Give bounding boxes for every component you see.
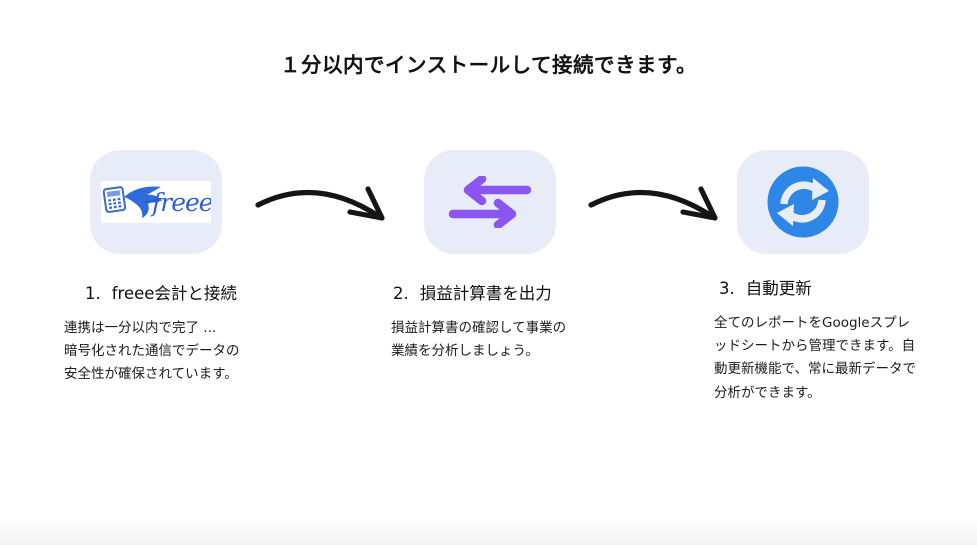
freee-logo-icon: freee <box>101 181 211 223</box>
sync-circle <box>767 166 839 238</box>
right-arrow-head <box>493 198 517 228</box>
step1-label: freee会計と接続 <box>111 284 237 303</box>
step2-number: 2. <box>393 284 409 303</box>
step2-icon-tile <box>424 150 556 254</box>
step1-icon-tile: freee <box>90 150 222 254</box>
flow-arrow-1-icon <box>255 186 385 221</box>
step3-description: 全てのレポートをGoogleスプレ ッドシートから管理できます。自 動更新機能で… <box>714 315 916 401</box>
left-arrow-head <box>463 176 487 206</box>
step3-number: 3. <box>719 279 735 298</box>
step2-description: 損益計算書の確認して事業の 業績を分析しましょう。 <box>391 320 567 360</box>
bottom-fade-edge <box>0 519 977 545</box>
step2-label: 損益計算書を出力 <box>419 284 552 303</box>
step3-heading: 3. 自動更新 <box>719 275 812 299</box>
flow-arrow-2-icon <box>588 186 718 221</box>
step2-heading: 2. 損益計算書を出力 <box>393 280 552 304</box>
step1-number: 1. <box>85 284 101 303</box>
page-title: １分以内でインストールして接続できます。 <box>280 53 697 77</box>
swallow-bird-icon <box>124 186 162 218</box>
freee-logo-text: freee <box>150 188 211 217</box>
step1-heading: 1. freee会計と接続 <box>85 280 237 304</box>
calculator-icon <box>102 186 127 213</box>
freee-logo-crossbar <box>144 199 160 204</box>
step1-description: 連携は一分以内で完了 ... 暗号化された通信でデータの 安全性が確保されていま… <box>64 320 240 383</box>
sync-top-arrowhead <box>812 178 829 200</box>
sync-bottom-arrowhead <box>777 204 794 226</box>
step3-label: 自動更新 <box>745 279 812 298</box>
auto-sync-icon <box>767 166 839 238</box>
step3-icon-tile <box>737 150 869 254</box>
transfer-arrows-icon <box>448 176 532 228</box>
